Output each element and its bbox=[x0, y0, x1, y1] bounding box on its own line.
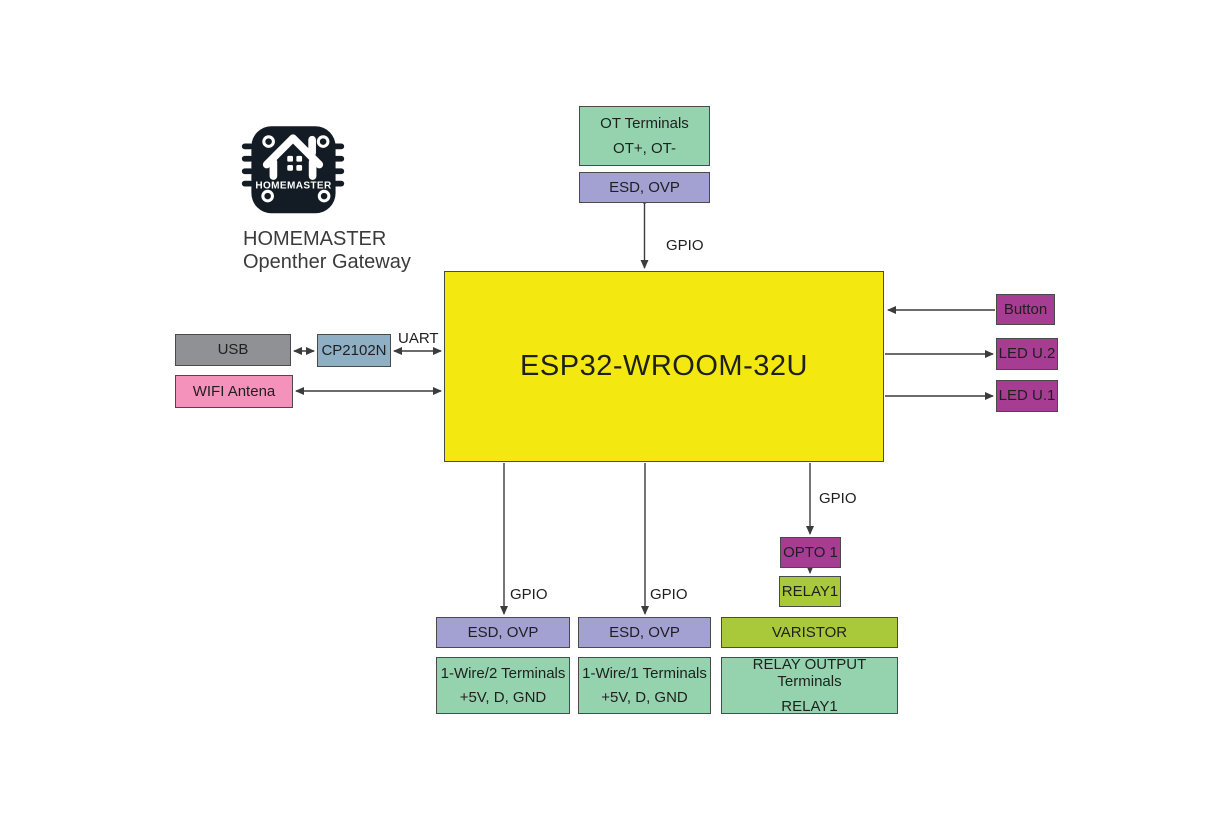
opto1-label: OPTO 1 bbox=[783, 543, 838, 561]
esd-ovp-left-box: ESD, OVP bbox=[436, 617, 570, 648]
relay1-box: RELAY1 bbox=[779, 576, 841, 607]
esd-ovp-top-box: ESD, OVP bbox=[579, 172, 710, 203]
one-wire-2-line2: +5V, D, GND bbox=[459, 689, 547, 706]
wifi-antena-box: WIFI Antena bbox=[175, 375, 293, 408]
led-u2-label: LED U.2 bbox=[998, 345, 1056, 363]
button-box: Button bbox=[996, 294, 1055, 325]
cp2102n-label: CP2102N bbox=[321, 341, 387, 359]
esp32-box: ESP32-WROOM-32U bbox=[444, 271, 884, 462]
button-label: Button bbox=[1003, 300, 1048, 318]
esd-ovp-mid-box: ESD, OVP bbox=[578, 617, 711, 648]
one-wire-2-line1: 1-Wire/2 Terminals bbox=[440, 664, 566, 682]
relay1-label: RELAY1 bbox=[781, 582, 839, 600]
gpio-label-relay: GPIO bbox=[819, 490, 857, 507]
esd-ovp-mid-label: ESD, OVP bbox=[609, 623, 680, 641]
relay-output-line2: RELAY1 bbox=[781, 697, 838, 715]
diagram-title: HOMEMASTER Openther Gateway bbox=[243, 228, 411, 274]
led-u1-label: LED U.1 bbox=[998, 387, 1056, 405]
title-line2: Openther Gateway bbox=[243, 251, 411, 273]
usb-label: USB bbox=[217, 341, 249, 359]
one-wire-1-line2: +5V, D, GND bbox=[601, 689, 688, 706]
wifi-antena-label: WIFI Antena bbox=[192, 382, 276, 400]
opto1-box: OPTO 1 bbox=[780, 537, 841, 568]
relay-output-terminals-box: RELAY OUTPUT Terminals RELAY1 bbox=[721, 656, 898, 715]
gpio-label-left: GPIO bbox=[510, 586, 548, 603]
one-wire-1-line1: 1-Wire/1 Terminals bbox=[582, 664, 707, 682]
one-wire-2-terminals-box: 1-Wire/2 Terminals +5V, D, GND bbox=[436, 657, 570, 714]
homemaster-logo: HOMEMASTER bbox=[241, 126, 345, 214]
varistor-box: VARISTOR bbox=[721, 617, 898, 648]
esd-ovp-left-label: ESD, OVP bbox=[467, 623, 539, 641]
esd-ovp-top-label: ESD, OVP bbox=[609, 178, 680, 196]
uart-label: UART bbox=[398, 330, 439, 347]
gpio-label-mid: GPIO bbox=[650, 586, 688, 603]
cp2102n-box: CP2102N bbox=[317, 334, 391, 367]
esp32-label: ESP32-WROOM-32U bbox=[520, 349, 808, 382]
led-u1-box: LED U.1 bbox=[996, 380, 1058, 412]
title-line1: HOMEMASTER bbox=[243, 228, 387, 250]
usb-box: USB bbox=[175, 334, 291, 366]
ot-terminals-line1: OT Terminals bbox=[600, 115, 689, 133]
varistor-label: VARISTOR bbox=[771, 623, 848, 641]
ot-terminals-box: OT Terminals OT+, OT- bbox=[579, 106, 710, 166]
logo-wordmark: HOMEMASTER bbox=[255, 180, 332, 191]
ot-terminals-line2: OT+, OT- bbox=[613, 139, 676, 157]
logo-window-icon bbox=[287, 155, 303, 171]
led-u2-box: LED U.2 bbox=[996, 338, 1058, 370]
one-wire-1-terminals-box: 1-Wire/1 Terminals +5V, D, GND bbox=[578, 657, 711, 714]
gpio-label-top: GPIO bbox=[666, 237, 704, 254]
relay-output-line1: RELAY OUTPUT Terminals bbox=[752, 656, 867, 691]
